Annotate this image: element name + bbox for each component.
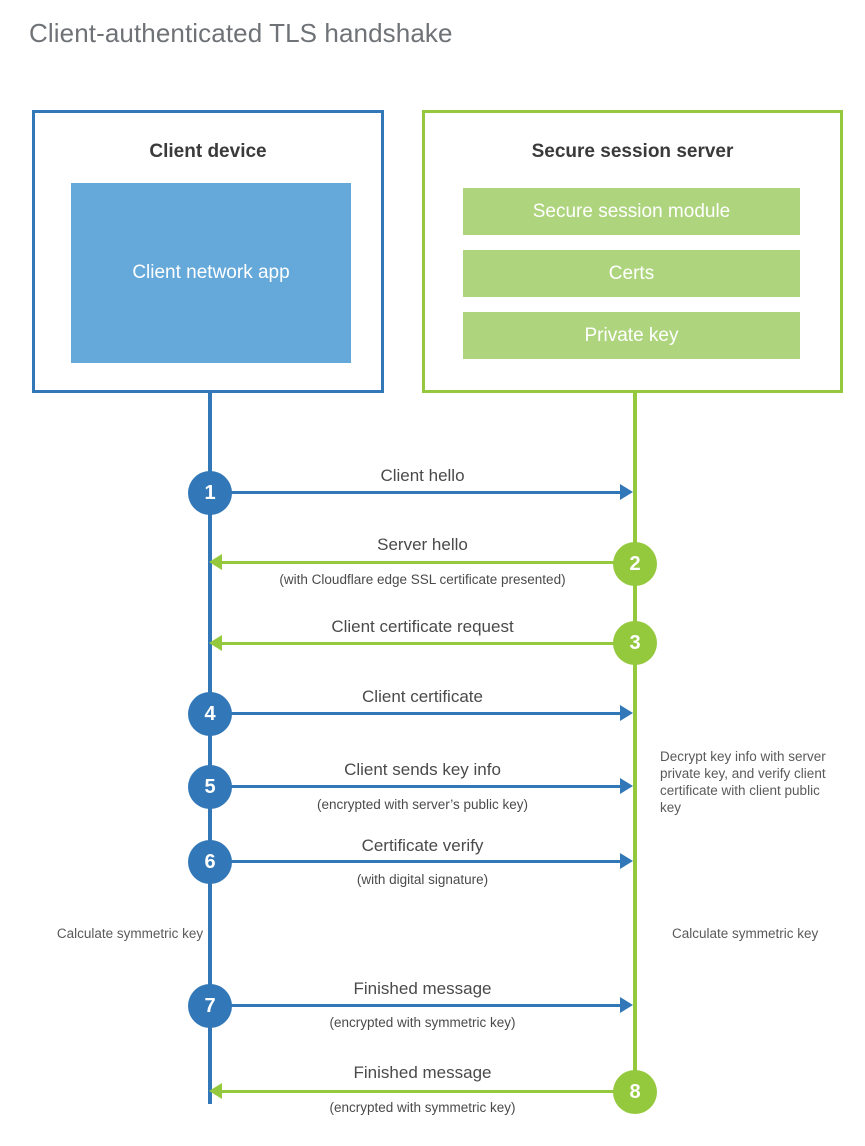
step-7-label: Finished message — [353, 979, 492, 998]
step-5-label: Client sends key info — [344, 760, 501, 779]
step-1-arrow-line — [210, 491, 623, 494]
step-6-arrow-line — [210, 860, 623, 863]
step-3-label: Client certificate request — [331, 617, 514, 636]
step-4-label: Client certificate — [362, 687, 483, 706]
client-network-app-block: Client network app — [71, 183, 351, 363]
step-2-label: Server hello — [377, 535, 468, 554]
step-8-sublabel: (encrypted with symmetric key) — [329, 1100, 516, 1115]
step-7-arrow-line — [210, 1004, 623, 1007]
step-7-circle: 7 — [188, 984, 232, 1028]
step-2-arrow-line — [222, 561, 635, 564]
step-2-sublabel: (with Cloudflare edge SSL certificate pr… — [279, 572, 566, 587]
step-6-circle: 6 — [188, 840, 232, 884]
step-4-arrow-head — [620, 705, 633, 721]
step-4-arrow-line — [210, 712, 623, 715]
server-component-private-key: Private key — [463, 312, 800, 359]
client-device-box: Client device Client network app — [32, 110, 384, 393]
step-1-arrow-head — [620, 484, 633, 500]
step-2-circle: 2 — [613, 542, 657, 586]
step-5-circle: 5 — [188, 765, 232, 809]
step-1-label: Client hello — [380, 466, 465, 485]
client-device-title: Client device — [149, 141, 267, 162]
step-6-label: Certificate verify — [361, 836, 484, 855]
step-4-circle: 4 — [188, 692, 232, 736]
server-lifeline — [633, 393, 637, 1093]
step-7-sublabel: (encrypted with symmetric key) — [329, 1015, 516, 1030]
page-title: Client-authenticated TLS handshake — [29, 18, 453, 48]
server-component-certs: Certs — [463, 250, 800, 297]
step-6-sublabel: (with digital signature) — [356, 872, 489, 887]
step-8-circle: 8 — [613, 1070, 657, 1114]
secure-session-server-box: Secure session server Secure session mod… — [422, 110, 843, 393]
step-8-arrow-line — [222, 1090, 635, 1093]
annotation-calculate-symmetric-key-server: Calculate symmetric key — [672, 926, 819, 941]
step-5-arrow-head — [620, 778, 633, 794]
secure-session-server-title: Secure session server — [531, 141, 734, 162]
step-5-sublabel: (encrypted with server’s public key) — [316, 797, 529, 812]
step-8-label: Finished message — [353, 1063, 492, 1082]
server-component-secure-session-module: Secure session module — [463, 188, 800, 235]
step-3-arrow-line — [222, 642, 635, 645]
step-3-arrow-head — [209, 635, 222, 651]
step-1-circle: 1 — [188, 471, 232, 515]
step-7-arrow-head — [620, 997, 633, 1013]
step-5-arrow-line — [210, 785, 623, 788]
step-8-arrow-head — [209, 1083, 222, 1099]
client-lifeline — [208, 393, 212, 1104]
annotation-decrypt-key-info: Decrypt key info with server private key… — [660, 749, 826, 815]
annotation-calculate-symmetric-key-client: Calculate symmetric key — [56, 926, 204, 941]
step-6-arrow-head — [620, 853, 633, 869]
step-3-circle: 3 — [613, 621, 657, 665]
step-2-arrow-head — [209, 554, 222, 570]
